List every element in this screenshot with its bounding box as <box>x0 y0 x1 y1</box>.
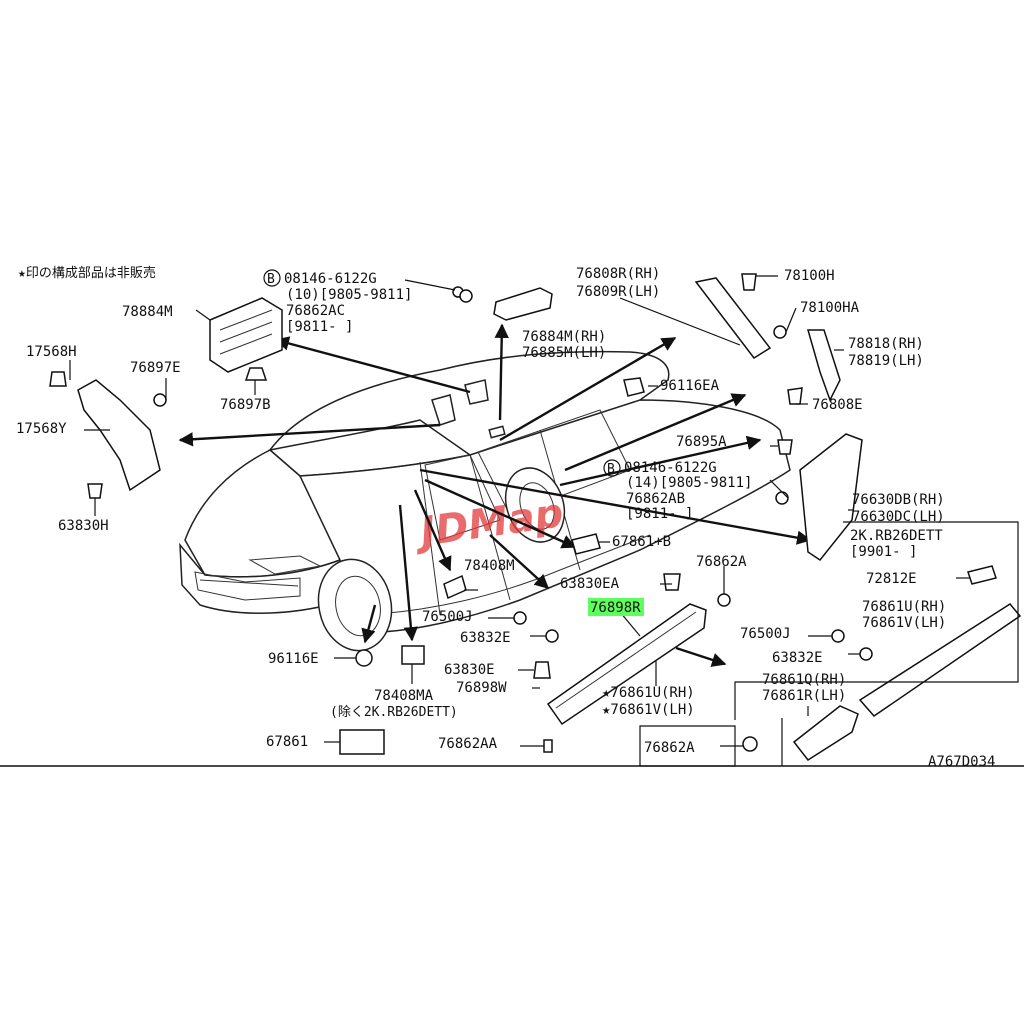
box-bottom <box>639 725 736 767</box>
label-67861: 67861 <box>266 734 308 750</box>
label-76897E: 76897E <box>130 360 181 376</box>
label-76861U-box: 76861U(RH) <box>862 599 946 615</box>
label-76861U-star: ★76861U(RH) <box>602 685 695 701</box>
diagram-code: A767D034 <box>928 754 995 770</box>
label-76897B: 76897B <box>220 397 271 413</box>
label-78100H: 78100H <box>784 268 835 284</box>
parts-shapes <box>49 273 1022 761</box>
label-76862A-bottom: 76862A <box>644 740 695 756</box>
label-76861V-box: 76861V(LH) <box>862 615 946 631</box>
label-76862A-top: 76862A <box>696 554 747 570</box>
label-08146-top: 08146-6122G <box>284 271 377 287</box>
label-76862AB-date: [9811- ] <box>626 506 693 522</box>
label-76500J-left: 76500J <box>422 609 473 625</box>
label-76630DC: 76630DC(LH) <box>852 509 945 525</box>
label-76898W: 76898W <box>456 680 507 696</box>
label-08146-mid-qty: (14)[9805-9811] <box>626 475 752 491</box>
label-08146-mid: 08146-6122G <box>624 460 717 476</box>
label-76885M: 76885M(LH) <box>522 345 606 361</box>
label-67861B: 67861+B <box>612 534 671 550</box>
label-08146-top-qty: (10)[9805-9811] <box>286 287 412 303</box>
label-63832E-left: 63832E <box>460 630 511 646</box>
svg-text:B: B <box>267 272 275 287</box>
highlight-76898 <box>588 598 644 616</box>
label-76862AA: 76862AA <box>438 736 498 752</box>
label-17568H: 17568H <box>26 344 77 360</box>
label-63830E: 63830E <box>444 662 495 678</box>
note-text: ★印の構成部品は非販売 <box>18 265 156 281</box>
label-78408MA-note: (除く2K.RB26DETT) <box>330 705 458 720</box>
label-76895A: 76895A <box>676 434 727 450</box>
label-76808E: 76808E <box>812 397 863 413</box>
label-76630DB: 76630DB(RH) <box>852 492 945 508</box>
label-96116E: 96116E <box>268 651 319 667</box>
label-76861R: 76861R(LH) <box>762 688 846 704</box>
label-76884M: 76884M(RH) <box>522 329 606 345</box>
label-78408M: 78408M <box>464 558 515 574</box>
label-72812E: 72812E <box>866 571 917 587</box>
label-78818: 78818(RH) <box>848 336 924 352</box>
label-2K-top-date: [9901- ] <box>850 544 917 560</box>
label-76862AC-date: [9811- ] <box>286 319 353 335</box>
label-17568Y: 17568Y <box>16 421 67 437</box>
label-76500J-right: 76500J <box>740 626 791 642</box>
circle-b-mid: B <box>603 459 621 477</box>
label-76898: 76898R <box>590 600 641 616</box>
label-96116EA: 96116EA <box>660 378 720 394</box>
label-76861V-star: ★76861V(LH) <box>602 702 695 718</box>
svg-text:B: B <box>607 462 615 477</box>
label-63830H: 63830H <box>58 518 109 534</box>
box-2k-skirt <box>734 521 1019 720</box>
label-78819: 78819(LH) <box>848 353 924 369</box>
label-76862AC: 76862AC <box>286 303 345 319</box>
label-63830EA: 63830EA <box>560 576 620 592</box>
label-78408MA: 78408MA <box>374 688 434 704</box>
label-76862AB: 76862AB <box>626 491 685 507</box>
label-76808R: 76808R(RH) <box>576 266 660 282</box>
leader-lines <box>69 275 970 747</box>
label-78100HA: 78100HA <box>800 300 860 316</box>
part-labels: 08146-6122G (10)[9805-9811] 76862AC [981… <box>16 266 995 770</box>
arrows <box>178 323 812 667</box>
label-76809R: 76809R(LH) <box>576 284 660 300</box>
label-78884M: 78884M <box>122 304 173 320</box>
label-63832E-right: 63832E <box>772 650 823 666</box>
circle-b-top: B <box>263 269 281 287</box>
label-76861Q: 76861Q(RH) <box>762 672 846 688</box>
car-body <box>179 350 791 652</box>
label-2K-top: 2K.RB26DETT <box>850 528 943 544</box>
